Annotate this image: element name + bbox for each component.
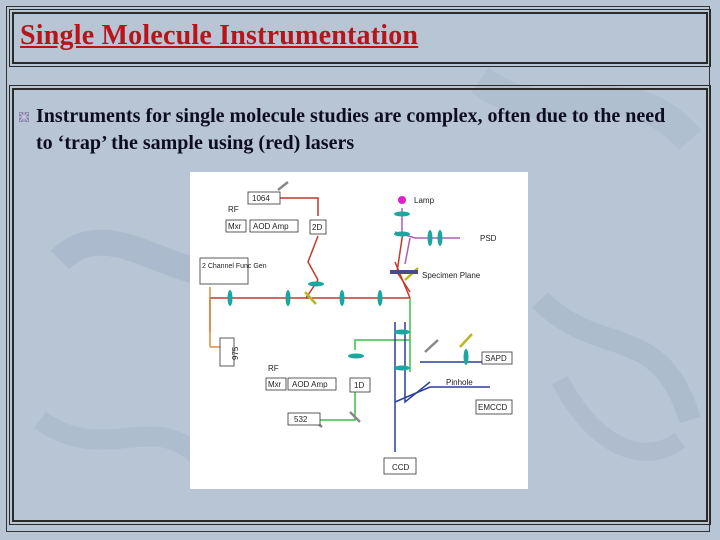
label-pinhole: Pinhole [446,378,473,387]
label-1d: 1D [354,381,364,390]
red-laser-path [209,197,411,332]
lamp-icon [398,196,406,204]
label-lamp: Lamp [414,196,435,205]
slide-title: Single Molecule Instrumentation [20,20,419,51]
content-box [9,85,711,525]
label-psd: PSD [480,234,497,243]
device-boxes [199,191,513,475]
label-aod-amp-bottom: AOD Amp [292,380,328,389]
bullet-text: Instruments for single molecule studies … [36,105,666,154]
diagram-labels: 1064 RF Mxr AOD Amp 2D 2 Channel Func Ge… [202,194,508,472]
label-mxr-bottom: Mxr [268,380,282,389]
label-specimen-plane: Specimen Plane [422,271,481,280]
label-ccd: CCD [392,463,410,472]
label-emccd: EMCCD [478,403,508,412]
blue-beam-path [394,322,490,452]
optical-setup-diagram: 1064 RF Mxr AOD Amp 2D 2 Channel Func Ge… [190,172,528,489]
label-func-gen: 2 Channel Func Gen [202,263,267,270]
label-sapd: SAPD [485,354,507,363]
label-975: 975 [231,346,240,360]
bullet-icon [19,112,29,122]
green-laser-path [318,298,411,421]
label-aod-amp-top: AOD Amp [253,222,289,231]
label-2d: 2D [312,223,322,232]
label-mxr-top: Mxr [228,222,242,231]
lenses [227,211,469,371]
label-1064: 1064 [252,194,270,203]
label-532: 532 [294,415,308,424]
title-box [9,9,711,67]
slide-frame [6,6,710,532]
specimen-plane-icon [390,270,418,274]
label-rf-top: RF [228,205,239,214]
label-rf-bottom: RF [268,364,279,373]
